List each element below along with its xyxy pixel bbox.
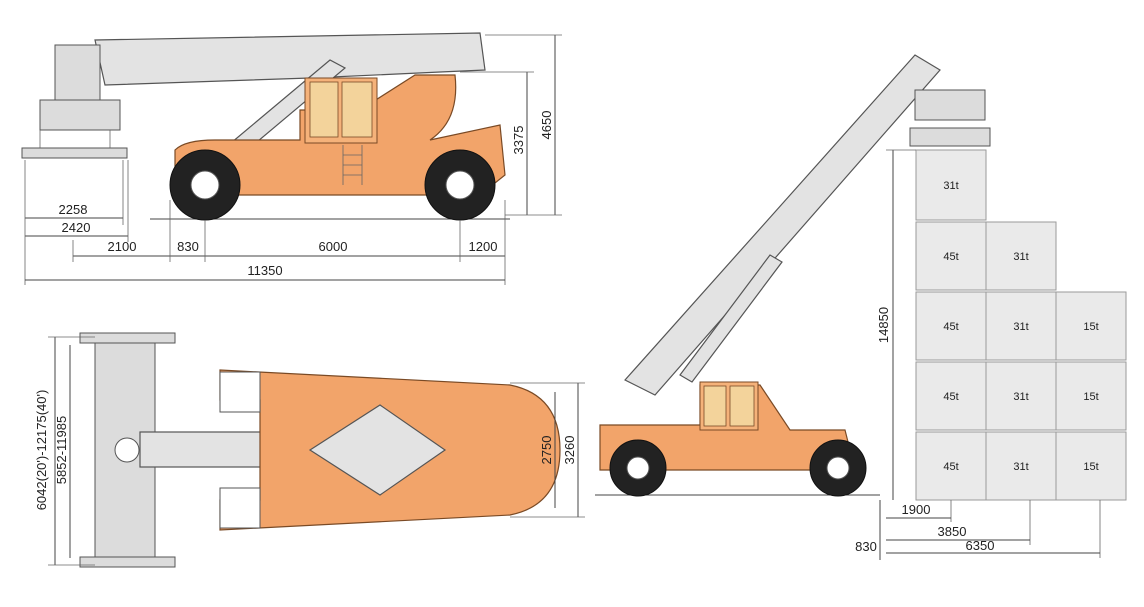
- container-weight: 31t: [1013, 321, 1028, 333]
- dim-overall-width: 3260: [562, 436, 577, 465]
- container: [1055, 291, 1127, 361]
- container: [1055, 431, 1127, 501]
- container-weight: 15t: [1083, 391, 1098, 403]
- container-column-2: 31t 31t 31t 31t: [985, 221, 1057, 501]
- dim-axle-front: 830: [177, 239, 199, 254]
- spreader-rotator: [114, 437, 140, 463]
- stacking-view: 31t 45t 45t 45t 45t 31t 31t 31t 31t 15t: [595, 54, 1127, 560]
- dim-total-length: 11350: [247, 263, 282, 278]
- container-weight: 31t: [943, 180, 958, 192]
- dim-reach-row1: 1900: [902, 502, 931, 517]
- container: [1055, 361, 1127, 431]
- dim-lift-height: 14850: [876, 307, 891, 343]
- container-weight: 15t: [1083, 461, 1098, 473]
- container-weight: 45t: [943, 391, 958, 403]
- spreader-end-bottom: [79, 556, 176, 568]
- spreader-frame: [39, 99, 121, 131]
- cabin-window: [729, 385, 755, 427]
- spreader-end-top: [79, 332, 176, 344]
- container-weight: 31t: [1013, 461, 1028, 473]
- front-wheel-hub: [190, 170, 220, 200]
- dim-reach-row3: 6350: [966, 538, 995, 553]
- spreader-beam: [21, 147, 128, 159]
- dim-cab-height: 3375: [511, 126, 526, 155]
- dim-reach-row2: 3850: [938, 524, 967, 539]
- cabin-window: [309, 81, 339, 138]
- dim-wheelbase: 6000: [319, 239, 348, 254]
- container-weight: 45t: [943, 321, 958, 333]
- dim-track: 2750: [539, 436, 554, 465]
- container-weight: 15t: [1083, 321, 1098, 333]
- spreader-raised-beam: [909, 127, 991, 147]
- container: [985, 291, 1057, 361]
- spreader-raised: [914, 89, 986, 121]
- dim-total-height: 4650: [539, 111, 554, 140]
- extended-lift-cylinder: [679, 254, 783, 383]
- front-tire-top: [219, 487, 261, 529]
- boom: [94, 32, 486, 86]
- lift-cylinder-top: [308, 404, 447, 496]
- cabin-window: [703, 385, 727, 427]
- dim-spreader-range: 6042(20')-12175(40'): [34, 390, 49, 511]
- container: [915, 149, 987, 221]
- dim-spreader-inner: 5852-11985: [54, 416, 69, 484]
- side-view: 3375 4650 2258 2420 2100 830 6000 1200 1…: [21, 32, 562, 285]
- container: [915, 221, 987, 291]
- container: [915, 361, 987, 431]
- dim-width-inner: 2258: [59, 202, 88, 217]
- front-tire-top: [219, 371, 261, 413]
- access-ladder: [342, 145, 363, 185]
- rear-wheel-hub: [445, 170, 475, 200]
- container-weight: 45t: [943, 251, 958, 263]
- container-column-1: 31t 45t 45t 45t 45t: [915, 149, 987, 501]
- container: [915, 431, 987, 501]
- container-weight: 31t: [1013, 391, 1028, 403]
- container-column-3: 15t 15t 15t: [1055, 291, 1127, 501]
- container-weight: 31t: [1013, 251, 1028, 263]
- dim-front-overhang: 2100: [108, 239, 137, 254]
- extended-boom: [624, 54, 941, 396]
- cabin-window: [341, 81, 373, 138]
- rear-wheel-hub: [826, 456, 850, 480]
- front-wheel-hub: [626, 456, 650, 480]
- container: [985, 221, 1057, 291]
- container-weight: 45t: [943, 461, 958, 473]
- dim-rear-overhang: 1200: [469, 239, 498, 254]
- top-view: 6042(20')-12175(40') 5852-11985 2750 326…: [34, 332, 585, 568]
- dim-ground-clearance: 830: [855, 539, 877, 554]
- container: [915, 291, 987, 361]
- dim-width-outer: 2420: [62, 220, 91, 235]
